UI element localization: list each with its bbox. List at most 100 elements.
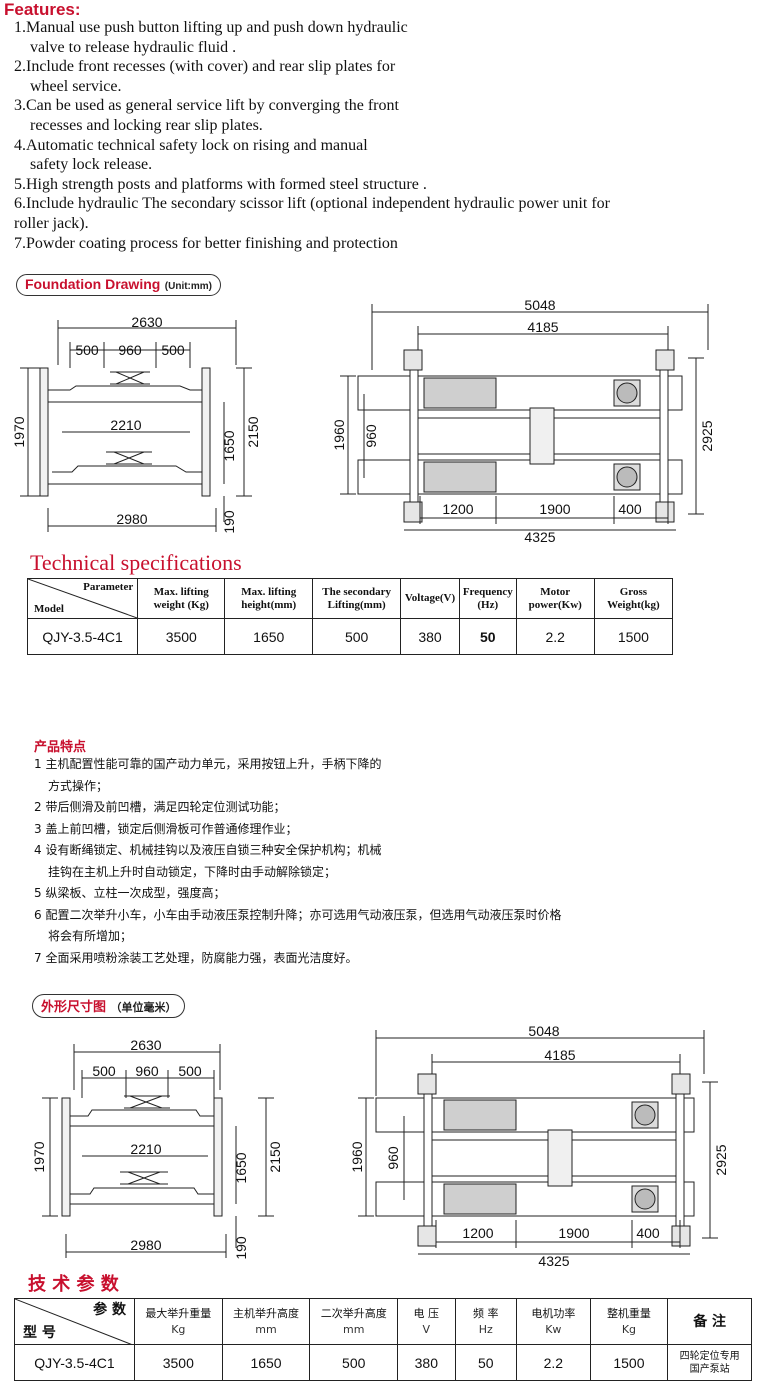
spec-en-title: Technical specifications <box>30 550 242 575</box>
spec-cn-h4-l2: V <box>422 1322 431 1336</box>
spec-cn-h1: 最大举升重量 Kg <box>133 1298 223 1345</box>
dim-seg-a: 500 <box>75 342 99 358</box>
spec-cn-v1: 3500 <box>133 1344 223 1381</box>
cn-dim-h1970: 1970 <box>31 1141 47 1172</box>
spec-cn-h3: 二次举升高度 mm <box>309 1298 399 1345</box>
spec-en-h2-l1: Max. lifting <box>241 585 297 598</box>
foundation-unit: (Unit:mm) <box>164 281 212 292</box>
spec-en-v1: 3500 <box>137 618 226 655</box>
dim-h1970: 1970 <box>11 416 27 447</box>
cn-dim-seg-a: 500 <box>92 1063 116 1079</box>
spec-en-v5: 50 <box>458 618 517 655</box>
spec-cn-h2-l1: 主机举升高度 <box>233 1306 300 1320</box>
dim-w2925: 2925 <box>699 420 715 451</box>
feature-item-1: 1.Manual use push button lifting up and … <box>14 19 408 36</box>
table-row: QJY-3.5-4C1 3500 1650 500 380 50 2.2 150… <box>26 618 674 655</box>
dim-b1900: 1900 <box>539 501 570 517</box>
cn-drawing-label-text: 外形尺寸图 <box>41 1000 107 1015</box>
cn-dim-h190: 190 <box>233 1236 249 1260</box>
spec-en-h5-l2: (Hz) <box>477 598 499 611</box>
spec-en-v7: 1500 <box>593 618 674 655</box>
corner-diagonal <box>28 579 140 619</box>
spec-cn-h5-l2: Hz <box>478 1322 493 1336</box>
spec-cn-corner: 参 数 型 号 <box>14 1298 135 1345</box>
spec-en-h1-l1: Max. lifting <box>153 585 209 598</box>
spec-en-h5: Frequency(Hz) <box>458 578 517 619</box>
dim-w960: 960 <box>363 424 379 448</box>
spec-cn-h6-l1: 电机功率 <box>531 1306 576 1320</box>
spec-en-h2-l2: height(mm) <box>241 598 297 611</box>
spec-cn-remark-2: 国产泵站 <box>689 1363 730 1375</box>
spec-en-h3-l1: The secondary <box>322 585 392 598</box>
cn-feature-4-cont: 挂钩在主机上升时自动锁定，下降时由手动解除锁定； <box>48 864 337 879</box>
spec-cn-h8: 备 注 <box>667 1298 752 1345</box>
spec-en-v6: 2.2 <box>515 618 595 655</box>
spec-cn-h1-l2: Kg <box>171 1322 186 1336</box>
features-title: Features: <box>4 0 81 19</box>
features-list: 1.Manual use push button lifting up and … <box>14 18 754 253</box>
spec-cn-h1-l1: 最大举升重量 <box>145 1306 212 1320</box>
cn-drawing-unit: （单位毫米） <box>110 1001 177 1014</box>
spec-en-corner-param: Parameter <box>83 581 134 593</box>
spec-en-h6-l1: Motor <box>540 585 571 598</box>
cn-feature-7: 7 全面采用喷粉涂装工艺处理，防腐能力强，表面光洁度好。 <box>34 950 358 965</box>
cn-dim-b1200: 1200 <box>462 1225 493 1241</box>
spec-cn-h2: 主机举升高度 mm <box>221 1298 311 1345</box>
dimension-drawing: 2630 500 960 500 2210 1970 1650 2150 298… <box>31 1023 729 1268</box>
cn-feature-4: 4 设有断绳锁定、机械挂钩以及液压自锁三种安全保护机构；机械 <box>34 843 382 857</box>
spec-en-h4: Voltage(V) <box>400 578 460 619</box>
feature-item-6-cont: roller jack). <box>14 214 89 232</box>
spec-cn-h5-l1: 频 率 <box>473 1306 499 1320</box>
spec-cn-h8-l1: 备 注 <box>693 1313 727 1330</box>
spec-en-h7-l1: Gross <box>619 585 648 598</box>
cn-dim-b400: 400 <box>636 1225 660 1241</box>
spec-cn-v4: 380 <box>397 1344 456 1381</box>
dim-inner: 2210 <box>110 417 141 433</box>
cn-features-title: 产品特点 <box>34 740 87 755</box>
foundation-label: Foundation Drawing (Unit:mm) <box>16 274 221 296</box>
cn-dim-seg-c: 500 <box>178 1063 202 1079</box>
cn-dim-w1960: 1960 <box>349 1141 365 1172</box>
spec-en-model: QJY-3.5-4C1 <box>26 618 139 655</box>
dim-seg-b: 960 <box>118 342 142 358</box>
spec-cn-h3-l2: mm <box>343 1322 365 1336</box>
spec-en-h5-l1: Frequency <box>462 585 513 598</box>
cn-dim-inner: 2210 <box>130 1141 161 1157</box>
spec-en-v4: 380 <box>400 618 460 655</box>
spec-cn-h5: 频 率 Hz <box>454 1298 518 1345</box>
spec-cn-v6: 2.2 <box>516 1344 591 1381</box>
cn-dim-b4325: 4325 <box>538 1253 569 1268</box>
feature-item-4: 4.Automatic technical safety lock on ris… <box>14 136 368 154</box>
spec-cn-v7: 1500 <box>589 1344 669 1381</box>
spec-cn-h2-l2: mm <box>255 1322 277 1336</box>
dim-h1650: 1650 <box>221 430 237 461</box>
cn-feature-6: 6 配置二次举升小车，小车由手动液压泵控制升降；亦可选用气动液压泵，但选用气动液… <box>34 907 562 922</box>
spec-en-corner: Parameter Model <box>26 578 140 619</box>
feature-item-2: 2.Include front recesses (with cover) an… <box>14 58 396 76</box>
spec-en-v2: 1650 <box>224 618 314 655</box>
cn-feature-5: 5 纵梁板、立柱一次成型，强度高； <box>34 886 226 900</box>
feature-item-3: 3.Can be used as general service lift by… <box>14 97 399 115</box>
spec-en-h4-l1: Voltage(V) <box>404 592 456 604</box>
table-row: QJY-3.5-4C1 3500 1650 500 380 50 2.2 150… <box>14 1344 752 1381</box>
cn-features-list: 1 主机配置性能可靠的国产动力单元，采用按钮上升，手柄下降的 方式操作； 2 带… <box>34 754 561 969</box>
foundation-drawing: 2630 500 960 500 2210 1970 1650 2150 298… <box>11 297 715 545</box>
foundation-label-text: Foundation Drawing <box>25 276 161 292</box>
spec-cn-h3-l1: 二次举升高度 <box>320 1306 387 1320</box>
spec-cn-v2: 1650 <box>221 1344 311 1381</box>
dim-h2150: 2150 <box>245 416 261 447</box>
cn-dim-b1900: 1900 <box>558 1225 589 1241</box>
spec-en-h1-l2: weight (Kg) <box>153 598 209 611</box>
dim-base: 2980 <box>116 511 147 527</box>
feature-item-7: 7.Powder coating process for better fini… <box>14 234 398 252</box>
dim-b4325: 4325 <box>524 529 555 545</box>
spec-cn-v5: 50 <box>454 1344 518 1381</box>
cn-feature-3: 3 盖上前凹槽，锁定后侧滑板可作普通修理作业； <box>34 821 298 836</box>
